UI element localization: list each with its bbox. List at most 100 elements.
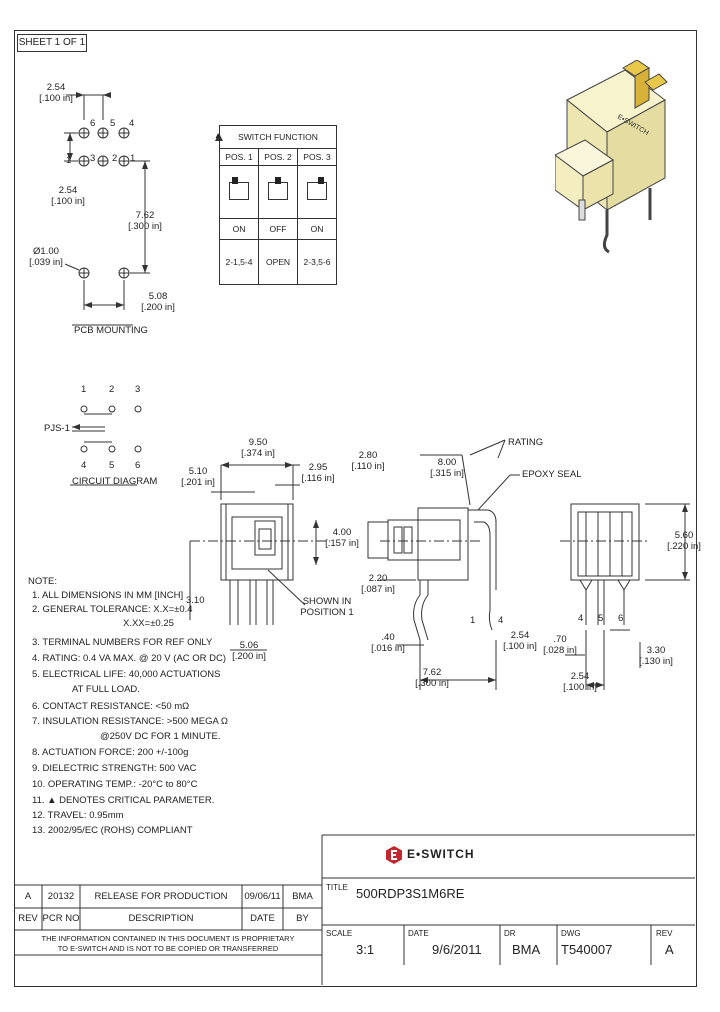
end-pin-5: 5 — [598, 613, 604, 624]
scale-label: SCALE — [326, 929, 353, 938]
end-pin-4: 4 — [578, 613, 584, 624]
front-dim-295: 2.95[.116 in] — [301, 462, 335, 484]
front-dim-510: 5.10[.201 in] — [181, 466, 215, 488]
part-3d-render-image: E•SWITCH — [555, 60, 668, 254]
pos-1-connection: 2-1,5-4 — [219, 239, 259, 285]
rev-row-desc: RELEASE FOR PRODUCTION — [94, 891, 228, 902]
drawing-frame — [14, 30, 697, 987]
pos-1-state: ON — [219, 218, 259, 240]
circuit-pin-5: 5 — [109, 460, 115, 471]
end-view — [560, 503, 690, 690]
note-5: 5. ELECTRICAL LIFE: 40,000 ACTUATIONS — [32, 669, 221, 680]
note-8: 8. ACTUATION FORCE: 200 +/-100g — [32, 747, 189, 758]
circuit-pin-2: 2 — [109, 384, 115, 395]
circuit-diagram — [70, 405, 142, 486]
scale-value: 3:1 — [356, 942, 375, 957]
drawn-by-value: BMA — [512, 942, 541, 957]
end-dim-330: 3.30[.130 in] — [639, 645, 673, 667]
switch-function-header: SWITCH FUNCTION — [219, 125, 337, 149]
side-dim-254: 2.54[.100 in] — [503, 630, 537, 652]
pos-1-symbol — [219, 165, 259, 219]
end-dim-560: 5.60[.220 in] — [667, 530, 701, 552]
notes-heading: NOTE: — [28, 576, 58, 587]
pin-label-3: 3 — [90, 153, 96, 164]
front-dim-506: 5.06[.200 in] — [232, 640, 266, 662]
front-dim-950: 9.50[.374 in] — [241, 437, 275, 459]
pos-2-connection: OPEN — [258, 239, 298, 285]
side-pin-4: 4 — [498, 615, 504, 626]
rating-label: RATING — [508, 437, 544, 448]
company-name: E•SWITCH — [407, 847, 475, 861]
date-label: DATE — [408, 929, 429, 938]
circuit-pin-1: 1 — [81, 384, 87, 395]
rev-header-rev: REV — [18, 913, 38, 924]
pos-2-symbol — [258, 165, 298, 219]
date-value: 9/6/2011 — [432, 942, 482, 957]
pcb-mounting-label: PCB MOUNTING — [74, 325, 148, 336]
front-view — [189, 464, 330, 651]
circuit-diagram-label: CIRCUIT DIAGRAM — [72, 476, 158, 487]
side-dim-40: .40[.016 in] — [371, 632, 405, 654]
pos-3-header: POS. 3 — [297, 148, 337, 166]
rev-row-pcr: 20132 — [47, 891, 75, 902]
pin-label-4: 4 — [129, 118, 135, 129]
side-dim-280: 2.80[.110 in] — [351, 450, 385, 472]
pcb-span-dim: 7.62[.300 in] — [128, 210, 162, 232]
drawing-number-value: T540007 — [561, 942, 613, 957]
note-9: 9. DIELECTRIC STRENGTH: 500 VAC — [32, 763, 197, 774]
side-pin-1: 1 — [470, 615, 476, 626]
side-dim-800: 8.00[.315 in] — [430, 457, 464, 479]
pin-label-6: 6 — [90, 118, 96, 129]
note-3: 3. TERMINAL NUMBERS FOR REF ONLY — [32, 637, 213, 648]
revision-label: REV — [656, 929, 673, 938]
note-7: 7. INSULATION RESISTANCE: >500 MEGA Ω — [32, 716, 229, 727]
rev-header-pcr: PCR NO — [42, 913, 80, 924]
proprietary-disclaimer: THE INFORMATION CONTAINED IN THIS DOCUME… — [41, 934, 295, 953]
note-6: 6. CONTACT RESISTANCE: <50 mΩ — [32, 701, 190, 712]
revision-value: A — [665, 942, 674, 957]
pcb-hole-dim: Ø1.00[.039 in] — [29, 246, 63, 268]
part-number-title: 500RDP3S1M6RE — [356, 886, 465, 901]
rev-row-date: 09/06/11 — [244, 891, 281, 902]
epoxy-seal-label: EPOXY SEAL — [522, 469, 582, 480]
critical-marker: ▲ — [214, 131, 222, 140]
pin-label-1a: 1 — [66, 155, 72, 166]
pos-1-header: POS. 1 — [219, 148, 259, 166]
note-10: 10. OPERATING TEMP.: -20°C to 80°C — [32, 779, 198, 790]
pcb-pitch-dim: 2.54[.100 in] — [39, 82, 73, 104]
switch-function-table: SWITCH FUNCTION POS. 1 POS. 2 POS. 3 ON … — [219, 125, 337, 285]
note-4: 4. RATING: 0.4 VA MAX. @ 20 V (AC OR DC) — [32, 653, 227, 664]
pos-3-state: ON — [297, 218, 337, 240]
rev-header-date: DATE — [250, 913, 275, 924]
sheet-number: SHEET 1 OF 1 — [17, 34, 87, 52]
e-switch-logo-icon — [386, 846, 402, 864]
note-12: 12. TRAVEL: 0.95mm — [32, 810, 124, 821]
front-dim-310: 3.10 — [186, 595, 205, 606]
pin-label-2: 2 — [112, 153, 118, 164]
pcb-side-pitch-dim: 2.54[.100 in] — [51, 185, 85, 207]
circuit-pin-3: 3 — [135, 384, 141, 395]
rev-row-rev: A — [24, 891, 32, 902]
side-view — [367, 439, 520, 690]
pcb-holes — [78, 127, 130, 279]
circuit-switch-label: PJS-1 — [44, 423, 70, 434]
rev-header-desc: DESCRIPTION — [128, 913, 194, 924]
rev-row-by: BMA — [292, 891, 313, 902]
drawn-by-label: DR — [504, 929, 516, 938]
pin-label-5: 5 — [110, 118, 116, 129]
note-5-cont: AT FULL LOAD. — [72, 684, 140, 695]
circuit-pin-4: 4 — [81, 460, 87, 471]
note-2-cont: X.XX=±0.25 — [123, 618, 174, 629]
note-7-cont: @250V DC FOR 1 MINUTE. — [100, 731, 221, 742]
side-dim-220: 2.20[.087 in] — [361, 573, 395, 595]
note-1: 1. ALL DIMENSIONS IN MM [INCH] — [32, 590, 184, 601]
drawing-number-label: DWG — [561, 929, 581, 938]
front-dim-400: 4.00[.157 in] — [325, 527, 359, 549]
pos-3-connection: 2-3,5-6 — [297, 239, 337, 285]
end-dim-254: 2.54[.100 in] — [563, 671, 597, 693]
end-dim-70: .70[.028 in] — [543, 634, 577, 656]
note-2: 2. GENERAL TOLERANCE: X.X=±0.4 — [32, 604, 193, 615]
circuit-pin-6: 6 — [135, 460, 141, 471]
